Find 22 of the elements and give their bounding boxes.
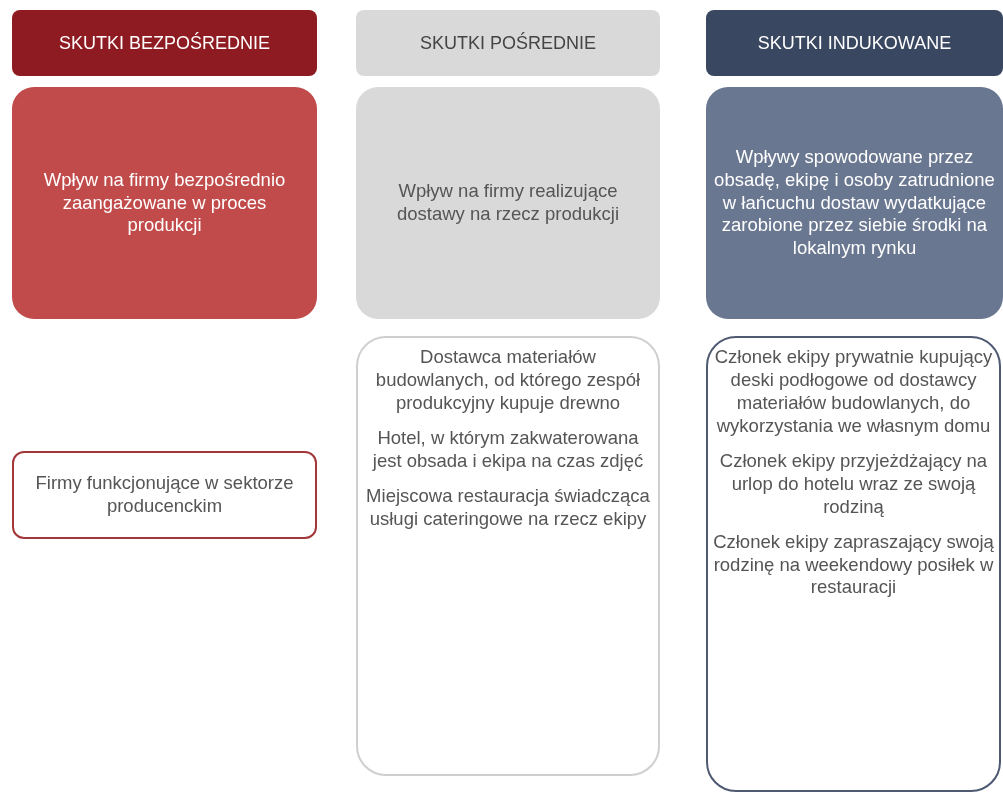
category-box: [706, 87, 1003, 319]
header-text: SKUTKI INDUKOWANE: [757, 31, 952, 55]
header-text: SKUTKI BEZPOŚREDNIE: [58, 31, 270, 55]
description-text: Hotel, w którym zakwaterowana jest obsada i ekipa na czas zdjęć: [371, 426, 645, 473]
description-text: Członek ekipy zapraszający swoją rodzinę na weekendowy posiłek w restauracji: [712, 530, 995, 600]
description-text: Członek ekipy prywatnie kupujący deski podłogowe od dostawcy materiałów budowlanych, do wykorzystania we własnym domu: [713, 346, 994, 438]
category-box: [356, 87, 660, 319]
description-text: Wpływ na firmy bezpośrednio zaangażowane w proces produkcji: [42, 168, 287, 238]
example-box: [706, 336, 1001, 792]
description-text: Firmy funkcjonujące w sektorze producenckim: [34, 472, 295, 518]
example-box: [356, 336, 660, 776]
description-text: Miejscowa restauracja świadcząca usługi cateringowe na rzecz ekipy: [365, 484, 651, 531]
example-box: [12, 451, 317, 539]
description-text: Wpływy spowodowane przez obsadę, ekipę i osoby zatrudnione w łańcuchu dostaw wydatkujące zarobione przez siebie środki na lokalnym rynku: [714, 145, 995, 261]
header-bar: [706, 10, 1003, 76]
description-text: Dostawca materiałów budowlanych, od którego zespół produkcyjny kupuje drewno: [374, 346, 642, 415]
description-text: Wpływ na firmy realizujące dostawy na rzecz produkcji: [395, 180, 621, 226]
category-box: [12, 87, 317, 319]
header-bar: [12, 10, 317, 76]
header-text: SKUTKI POŚREDNIE: [419, 31, 596, 55]
header-bar: [356, 10, 660, 76]
description-text: Członek ekipy przyjeżdżający na urlop do hotelu wraz ze swoją rodziną: [718, 449, 989, 519]
